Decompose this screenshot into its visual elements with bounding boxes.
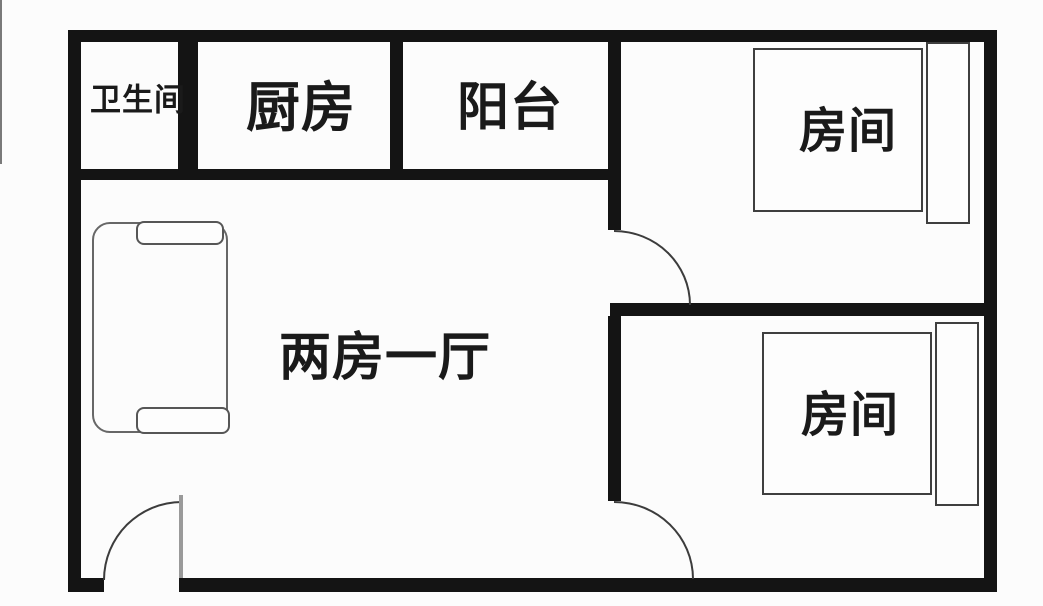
wall-bathroom-kitchen — [178, 30, 198, 180]
wall-bedroom2-left — [608, 316, 621, 501]
wall-outer-top — [68, 30, 997, 42]
room-label-bathroom: 卫生间 — [90, 82, 186, 119]
door-leaf-entrance — [179, 495, 183, 578]
bed-mattress-icon — [762, 332, 932, 495]
room-label-living-room: 两房一厅 — [278, 328, 492, 388]
room-label-balcony: 阳台 — [456, 78, 564, 138]
wall-outer-bottom — [179, 578, 997, 592]
wall-kitchen-balcony — [390, 30, 403, 180]
sofa-outline-icon — [92, 222, 228, 433]
wall-outer-bottom-stub — [68, 578, 104, 592]
wall-top-row-bottom — [68, 169, 621, 180]
wall-bedroom2-top — [610, 303, 997, 316]
wall-balcony-right — [608, 30, 621, 230]
room-label-kitchen: 厨房 — [246, 76, 356, 139]
sofa-cushion-bottom-icon — [136, 407, 230, 434]
door-arc-entrance — [103, 501, 182, 580]
bed-mattress-icon — [753, 48, 923, 212]
wall-outer-left — [68, 30, 81, 592]
bed-headboard-icon — [935, 322, 979, 506]
bed-headboard-icon — [926, 42, 970, 224]
room-label-bedroom-top: 房间 — [798, 103, 898, 159]
door-arc-bedroom-bottom — [614, 501, 694, 579]
sofa-cushion-top-icon — [136, 221, 224, 245]
sofa-divider-line — [0, 0, 2, 164]
door-arc-bedroom-top — [614, 230, 691, 305]
room-label-bedroom-bottom: 房间 — [800, 387, 900, 443]
